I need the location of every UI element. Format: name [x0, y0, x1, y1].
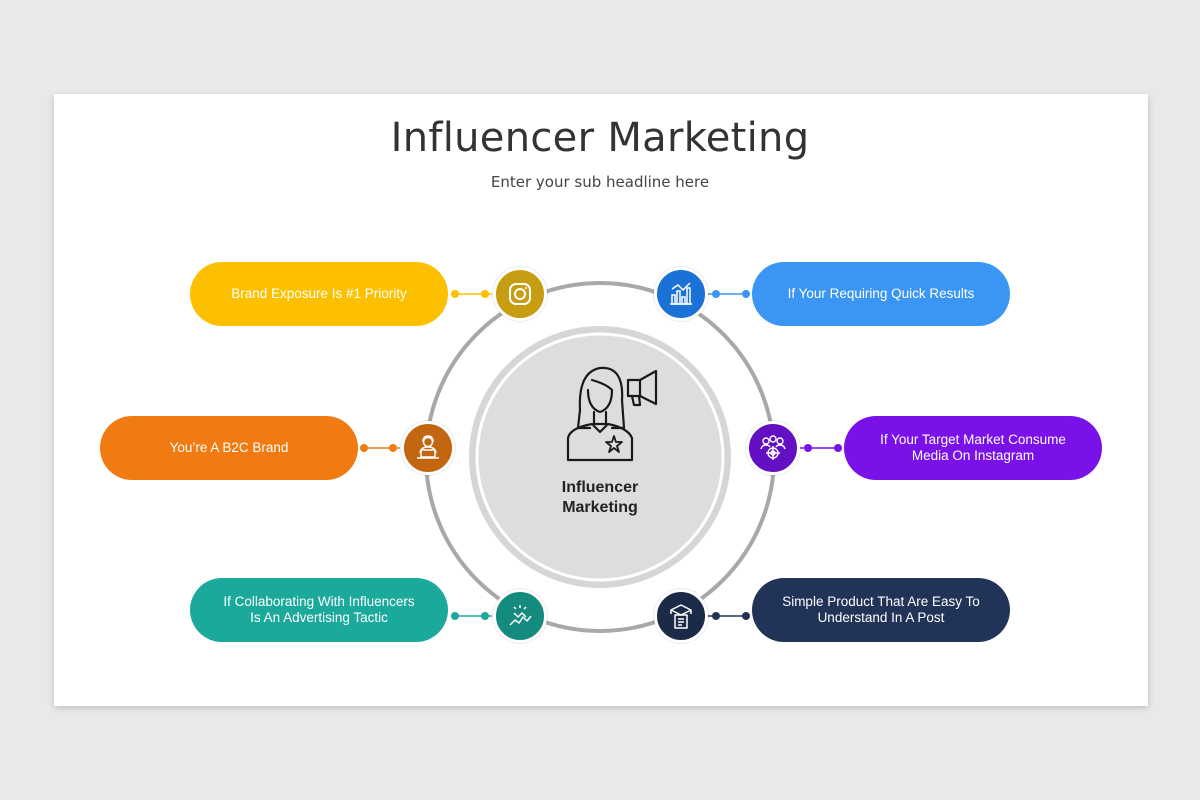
pill-left-1-text: Brand Exposure Is #1 Priority [231, 286, 407, 301]
node-bar-chart [654, 267, 708, 321]
node-handshake [493, 589, 547, 643]
pill-left-3-text: If Collaborating With Influencers Is An … [223, 594, 415, 625]
center-label: Influencer Marketing [561, 479, 639, 516]
node-laptop-person [401, 421, 455, 475]
connector-left-2 [360, 444, 400, 452]
node-target-audience [746, 421, 800, 475]
connector-right-2 [800, 444, 842, 452]
pill-left-2: You’re A B2C Brand [100, 416, 358, 480]
pill-left-2-text: You’re A B2C Brand [169, 440, 289, 455]
laptop-person-icon [417, 435, 439, 459]
pill-left-1: Brand Exposure Is #1 Priority [190, 262, 448, 326]
instagram-icon [509, 283, 531, 305]
pill-right-2-text: If Your Target Market Consume Media On I… [880, 432, 1066, 463]
center-disc-inner [475, 332, 725, 582]
product-box-icon [670, 604, 692, 629]
connector-right-1 [708, 290, 750, 298]
handshake-icon [509, 605, 532, 626]
node-instagram [493, 267, 547, 321]
pill-right-3-text: Simple Product That Are Easy To Understa… [782, 594, 980, 625]
pill-right-3: Simple Product That Are Easy To Understa… [752, 578, 1010, 642]
connector-left-1 [451, 290, 492, 298]
target-audience-icon [760, 435, 786, 460]
node-product-box [654, 589, 708, 643]
pill-right-1: If Your Requiring Quick Results [752, 262, 1010, 326]
influencer-megaphone-icon [566, 366, 658, 462]
connector-right-3 [708, 612, 750, 620]
page-subtitle: Enter your sub headline here [490, 173, 710, 191]
pill-left-3: If Collaborating With Influencers Is An … [190, 578, 448, 642]
pill-right-2: If Your Target Market Consume Media On I… [844, 416, 1102, 480]
bar-chart-icon [670, 282, 692, 305]
connector-left-3 [451, 612, 492, 620]
page-title: Influencer Marketing [390, 115, 810, 161]
pill-right-1-text: If Your Requiring Quick Results [787, 286, 975, 301]
